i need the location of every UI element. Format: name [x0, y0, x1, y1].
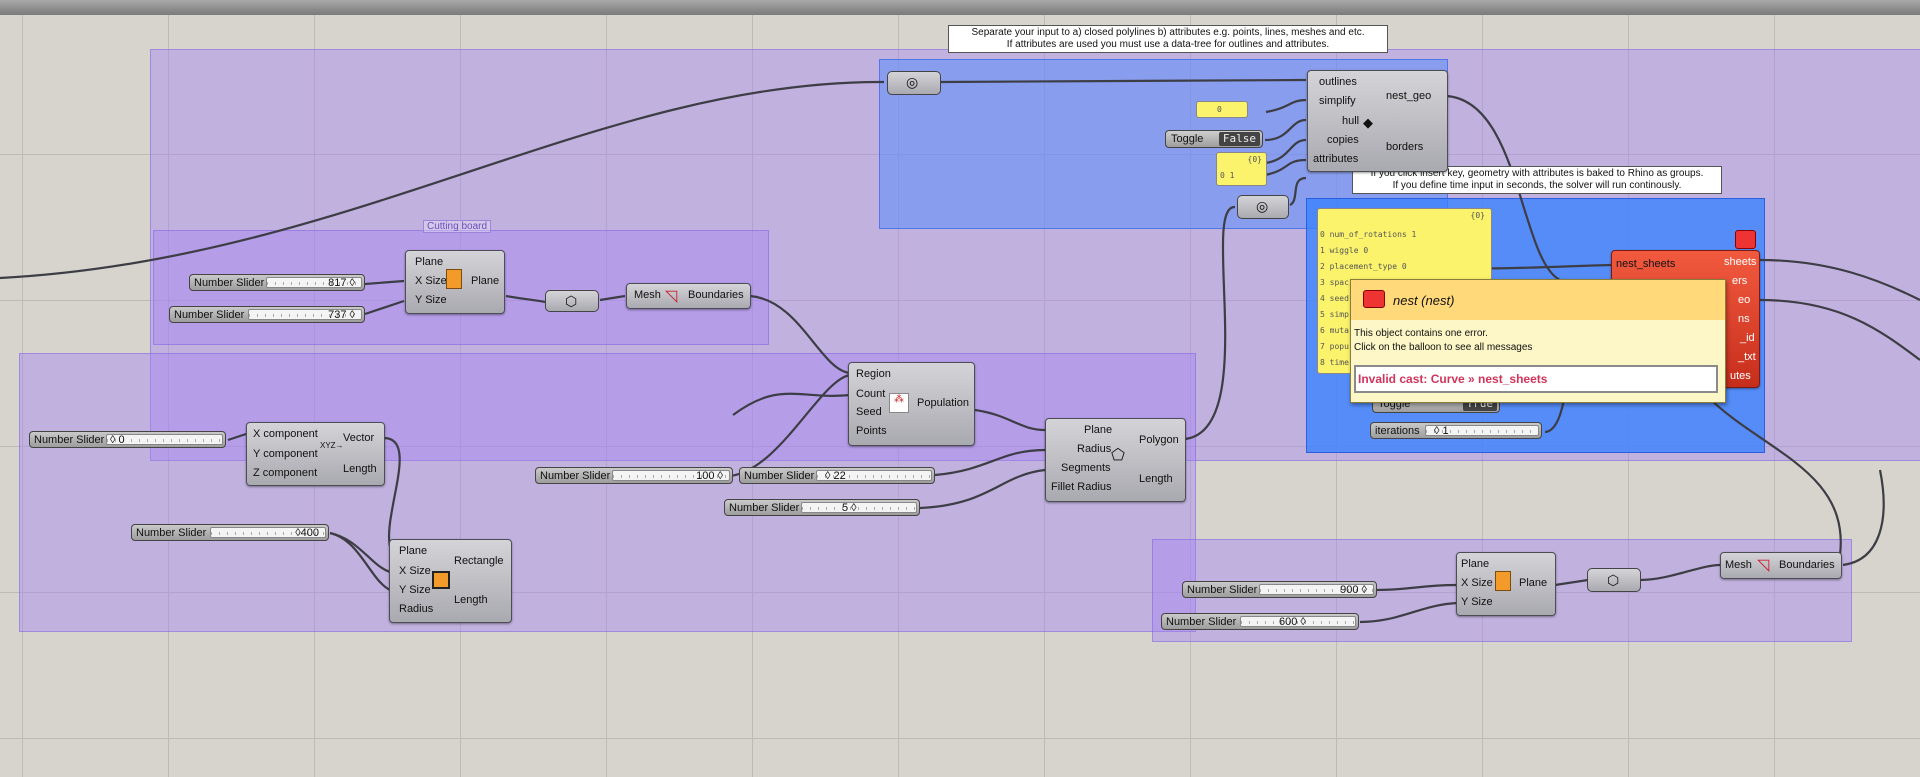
balloon-message: This object contains one error. Click on…	[1354, 328, 1533, 353]
toggle-false[interactable]: Toggle False	[1165, 130, 1263, 148]
slider-rail[interactable]: 737 ◊	[248, 309, 362, 321]
top-toolbar-strip	[0, 0, 1920, 16]
panel-zero[interactable]: 0	[1196, 101, 1248, 118]
mesh-surface-component-2[interactable]: ⬡	[1587, 568, 1641, 592]
nest-geo-component[interactable]: outlines simplify hull copies attributes…	[1307, 70, 1448, 172]
error-balloon-icon	[1363, 290, 1385, 308]
tooltip-separate-input: Separate your input to a) closed polylin…	[948, 25, 1388, 53]
mesh-boundaries-component-2[interactable]: Mesh ◹ Boundaries	[1720, 552, 1842, 579]
group-lower-left[interactable]	[19, 353, 1196, 632]
number-slider-900[interactable]: Number Slider 900 ◊	[1182, 581, 1377, 598]
curve-param-component[interactable]: ◎	[887, 71, 941, 95]
rectangle-icon	[432, 571, 450, 589]
populate-geometry-component[interactable]: Region Count Seed Points ⁂ Population	[848, 362, 975, 446]
balloon-error-text[interactable]: Invalid cast: Curve » nest_sheets	[1354, 365, 1718, 393]
number-slider-400[interactable]: Number Slider ◊400	[131, 524, 329, 541]
slider-rail[interactable]: ◊ 22	[816, 470, 932, 482]
error-flag-icon[interactable]	[1735, 230, 1756, 249]
slider-rail[interactable]: 900 ◊	[1259, 584, 1374, 596]
hexagon-icon: ⬡	[565, 293, 578, 309]
number-slider-817[interactable]: Number Slider 817 ◊	[189, 274, 365, 291]
slider-rail[interactable]: ◊ 1	[1425, 425, 1539, 437]
slider-rail[interactable]: 600 ◊	[1240, 616, 1356, 628]
boundary-icon: ◹	[665, 288, 678, 305]
slider-rail[interactable]: ◊ 0	[106, 434, 223, 446]
slider-rail[interactable]: 817 ◊	[266, 277, 362, 289]
mesh-boundaries-component-1[interactable]: Mesh ◹ Boundaries	[626, 283, 751, 309]
group-label-cutting-board: Cutting board	[423, 220, 492, 233]
slider-rail[interactable]: ◊400	[210, 527, 326, 539]
vector-xyz-component[interactable]: X component Y component Z component XYZ→…	[246, 422, 385, 486]
rectangle-component[interactable]: Plane X Size Y Size Radius Rectangle Len…	[389, 539, 512, 623]
slider-rail[interactable]: 5 ◊	[801, 502, 917, 514]
polygon-component[interactable]: Plane Radius Segments Fillet Radius ⬠ Po…	[1045, 418, 1186, 502]
plane-component-2[interactable]: Plane X Size Y Size Plane	[1456, 552, 1556, 616]
hexagon-icon: ⬡	[1607, 572, 1620, 588]
iterations-slider[interactable]: iterations ◊ 1	[1370, 422, 1542, 439]
vector-xyz-icon: XYZ→	[320, 441, 344, 450]
number-slider-100[interactable]: Number Slider 100 ◊	[535, 467, 733, 484]
settings-rows: 0 num_of_rotations 1 1 wiggle 0 2 placem…	[1320, 230, 1417, 367]
polygon-icon: ⬠	[1111, 447, 1125, 464]
number-slider-600[interactable]: Number Slider 600 ◊	[1161, 613, 1359, 630]
boundary-icon: ◹	[1757, 557, 1770, 574]
curve-icon: ◎	[906, 74, 919, 90]
curve-icon: ◎	[1256, 198, 1269, 214]
number-slider-22[interactable]: Number Slider ◊ 22	[739, 467, 935, 484]
plane-icon	[446, 269, 462, 289]
curve-param-component-2[interactable]: ◎	[1237, 195, 1289, 219]
plane-icon	[1495, 571, 1511, 591]
mesh-surface-component-1[interactable]: ⬡	[545, 290, 599, 312]
population-icon: ⁂	[889, 393, 909, 413]
number-slider-0[interactable]: Number Slider ◊ 0	[29, 431, 226, 448]
slider-rail[interactable]: 100 ◊	[612, 470, 730, 482]
error-balloon[interactable]: nest (nest) This object contains one err…	[1350, 279, 1726, 403]
number-slider-5[interactable]: Number Slider 5 ◊	[724, 499, 920, 516]
plane-component-1[interactable]: Plane X Size Y Size Plane	[405, 250, 505, 314]
number-slider-737[interactable]: Number Slider 737 ◊	[169, 306, 365, 323]
balloon-header: nest (nest)	[1351, 280, 1725, 320]
nest-geo-icon: ◆	[1363, 115, 1373, 130]
panel-copies[interactable]: {0} 0 1	[1216, 152, 1267, 186]
